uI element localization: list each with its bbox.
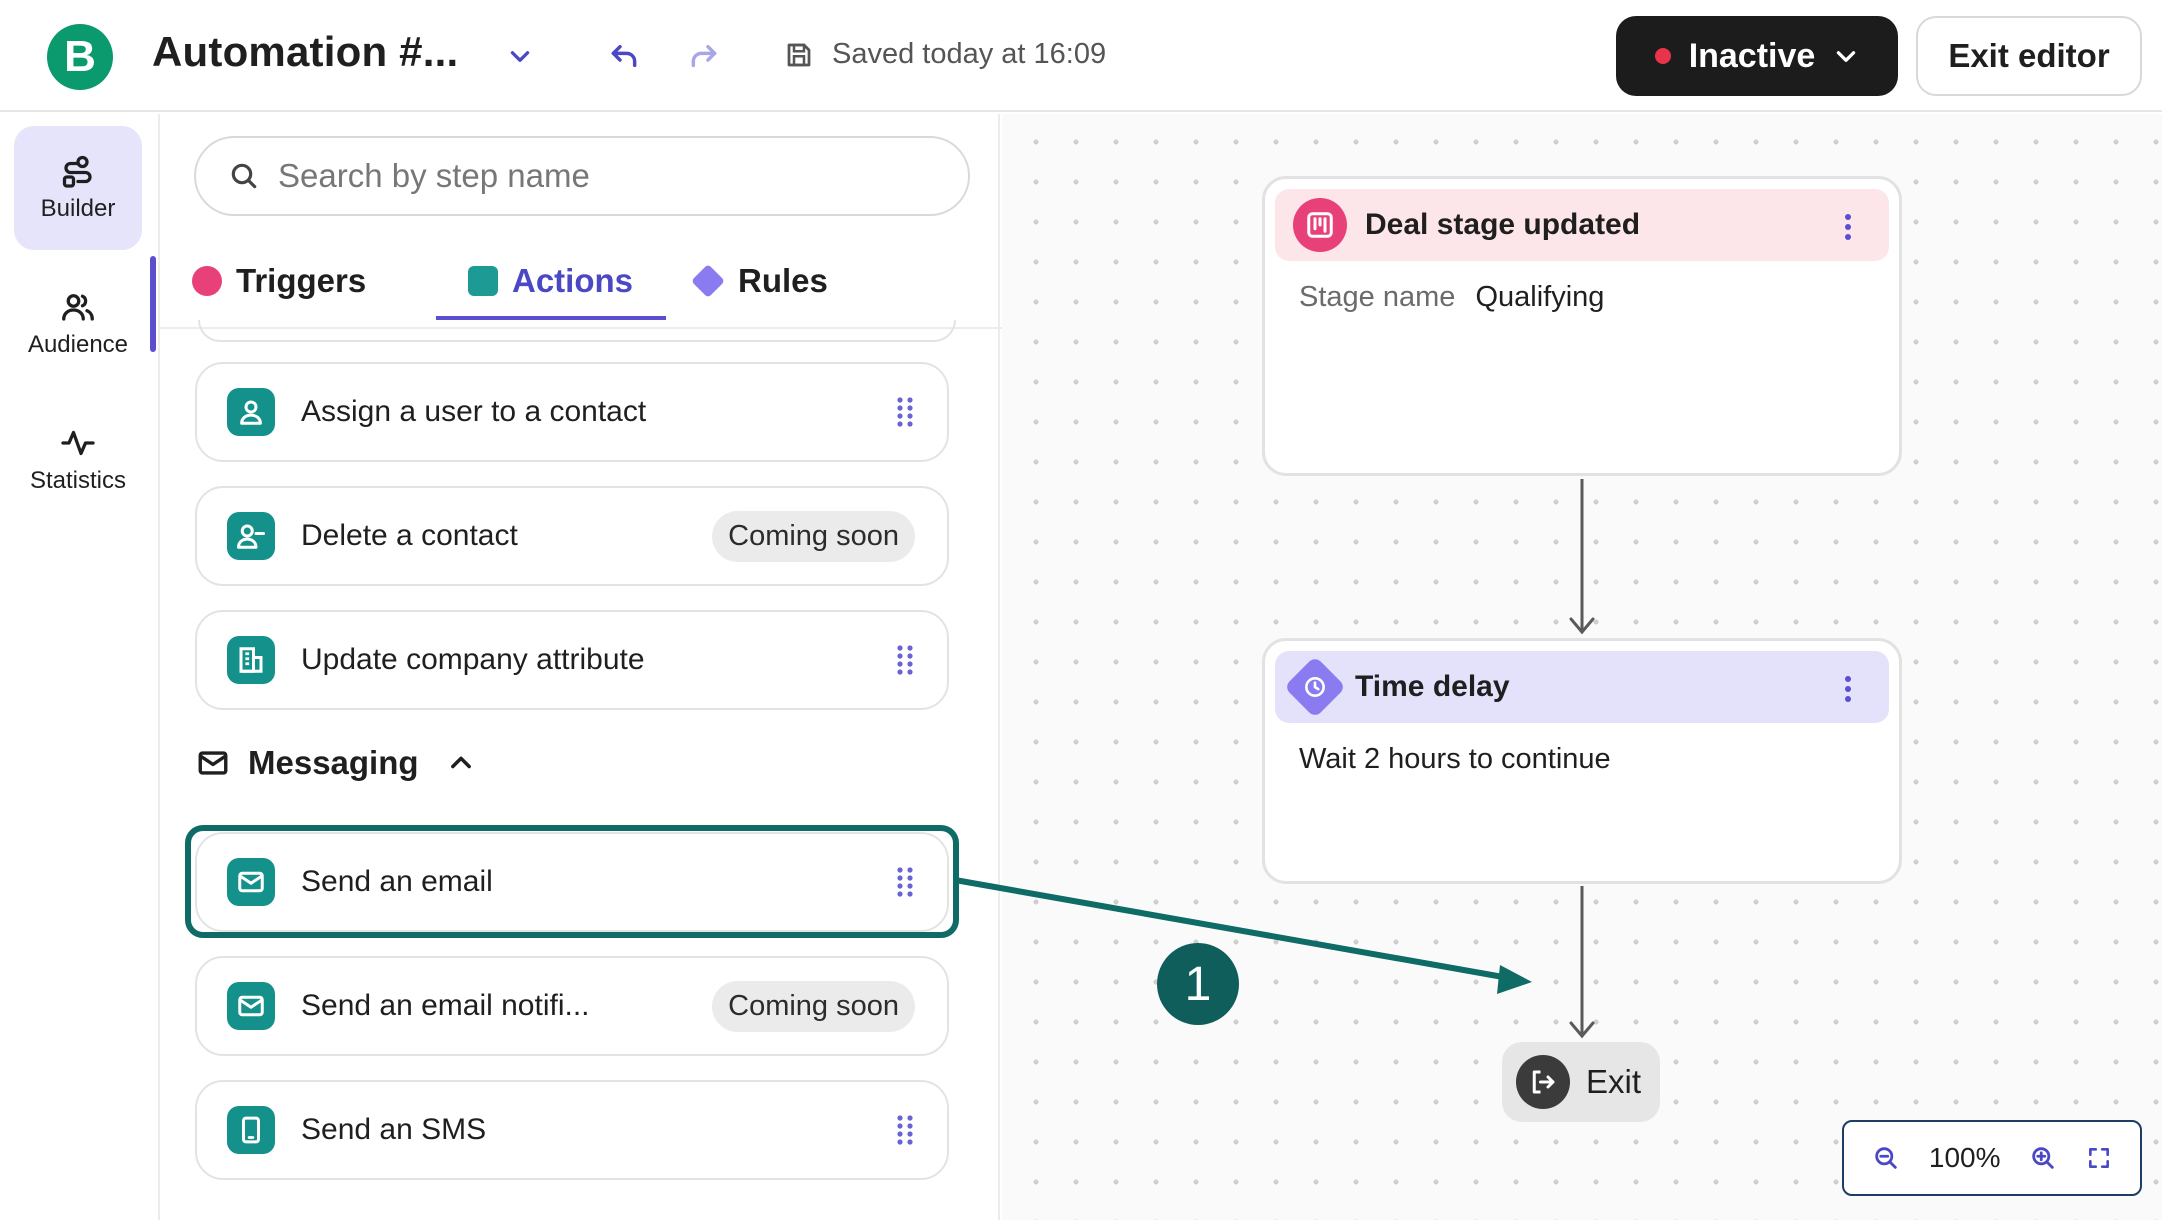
actions-square-icon (468, 266, 498, 296)
app-logo[interactable]: B (47, 24, 113, 90)
drag-handle-icon[interactable] (895, 1113, 915, 1147)
building-icon (227, 636, 275, 684)
phone-icon (227, 1106, 275, 1154)
tab-label: Rules (738, 262, 828, 299)
drag-handle-icon[interactable] (895, 395, 915, 429)
tab-label: Actions (512, 262, 634, 299)
fit-to-screen-icon[interactable] (2086, 1145, 2112, 1171)
nav-label: Builder (40, 195, 116, 222)
steps-panel: Search by step name Triggers Actions Rul… (158, 114, 1002, 1220)
search-input[interactable]: Search by step name (194, 136, 970, 216)
exit-node[interactable]: Exit (1502, 1042, 1660, 1122)
step-delete-contact[interactable]: Delete a contact Coming soon (195, 486, 949, 586)
step-label: Delete a contact (301, 519, 518, 552)
chevron-up-icon (447, 749, 475, 777)
mail-outline-icon (196, 746, 230, 780)
zoom-in-icon[interactable] (2029, 1144, 2057, 1172)
step-send-email-notification[interactable]: Send an email notifi... Coming soon (195, 956, 949, 1056)
node-description: Wait 2 hours to continue (1299, 743, 1611, 775)
drag-handle-icon[interactable] (895, 643, 915, 677)
status-dropdown-button[interactable]: Inactive (1616, 16, 1898, 96)
search-placeholder: Search by step name (278, 157, 590, 194)
search-icon (228, 160, 260, 192)
tab-rules[interactable]: Rules (691, 240, 828, 322)
zoom-level: 100% (1928, 1142, 2001, 1173)
undo-icon[interactable] (602, 34, 646, 78)
time-delay-node[interactable]: Time delay Wait 2 hours to continue (1262, 638, 1902, 884)
partially-hidden-step-card (198, 320, 956, 342)
trigger-node-deal-stage-updated[interactable]: Deal stage updated Stage name Qualifying (1262, 176, 1902, 476)
left-navigation: Builder Audience Statistics (0, 114, 158, 1220)
step-update-company-attribute[interactable]: Update company attribute (195, 610, 949, 710)
status-dot (1654, 48, 1671, 64)
zoom-out-icon[interactable] (1872, 1144, 1900, 1172)
step-label: Send an SMS (301, 1113, 487, 1146)
exit-editor-button[interactable]: Exit editor (1916, 16, 2142, 96)
tab-actions[interactable]: Actions (468, 240, 633, 322)
mail-icon (227, 982, 275, 1030)
nav-label: Audience (27, 331, 129, 358)
step-label: Update company attribute (301, 643, 645, 676)
active-tab-indicator (436, 316, 666, 320)
user-icon (227, 388, 275, 436)
deal-pipeline-icon (1293, 198, 1347, 252)
mail-icon (227, 858, 275, 906)
title-dropdown-chevron-icon[interactable] (500, 36, 540, 76)
coming-soon-badge: Coming soon (712, 980, 915, 1032)
step-assign-user[interactable]: Assign a user to a contact (195, 362, 949, 462)
step-send-email[interactable]: Send an email (195, 832, 949, 932)
triggers-dot-icon (192, 266, 222, 296)
node-title: Time delay (1355, 670, 1510, 703)
messaging-section-header[interactable]: Messaging (196, 744, 475, 782)
trigger-node-body: Stage name Qualifying (1299, 281, 1604, 314)
time-delay-node-header: Time delay (1275, 651, 1889, 723)
exit-label: Exit (1586, 1063, 1642, 1100)
kebab-menu-icon[interactable] (1843, 213, 1853, 246)
kebab-menu-icon[interactable] (1843, 675, 1853, 708)
nav-label: Statistics (29, 467, 127, 494)
step-label: Assign a user to a contact (301, 395, 647, 428)
save-status: Saved today at 16:09 (784, 38, 1106, 71)
annotation-marker: 1 (1157, 943, 1239, 1025)
statistics-icon (60, 425, 96, 461)
nav-active-indicator (150, 256, 156, 352)
user-minus-icon (227, 512, 275, 560)
drag-handle-icon[interactable] (895, 865, 915, 899)
exit-door-icon (1516, 1055, 1570, 1109)
rules-diamond-icon (691, 264, 725, 298)
top-bar: B Automation #... Saved today at 16:09 I… (0, 0, 2162, 112)
redo-icon[interactable] (682, 34, 726, 78)
field-label: Stage name (1299, 281, 1456, 313)
coming-soon-badge: Coming soon (712, 510, 915, 562)
nav-item-audience[interactable]: Audience (14, 262, 142, 386)
tab-triggers[interactable]: Triggers (192, 240, 366, 322)
step-label: Send an email (301, 865, 493, 898)
chevron-down-icon (1833, 43, 1859, 69)
tab-label: Triggers (236, 262, 367, 299)
zoom-controls: 100% (1842, 1120, 2142, 1196)
clock-icon (1283, 655, 1347, 719)
step-send-sms[interactable]: Send an SMS (195, 1080, 949, 1180)
audience-icon (60, 289, 96, 325)
section-title: Messaging (248, 744, 419, 781)
trigger-node-header: Deal stage updated (1275, 189, 1889, 261)
step-type-tabs: Triggers Actions Rules (192, 240, 972, 322)
nav-item-statistics[interactable]: Statistics (14, 398, 142, 522)
save-icon (784, 40, 814, 70)
send-email-highlight (185, 825, 959, 938)
builder-icon (60, 153, 96, 189)
field-value: Qualifying (1475, 281, 1605, 313)
node-title: Deal stage updated (1365, 208, 1641, 241)
step-label: Send an email notifi... (301, 989, 590, 1022)
status-label: Inactive (1688, 36, 1816, 75)
tabs-divider (160, 327, 1002, 329)
save-status-text: Saved today at 16:09 (832, 38, 1107, 70)
nav-item-builder[interactable]: Builder (14, 126, 142, 250)
automation-title[interactable]: Automation #... (152, 28, 459, 75)
